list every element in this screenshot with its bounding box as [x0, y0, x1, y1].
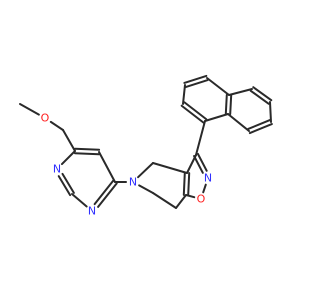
bond-iO-c7a: [185, 194, 196, 199]
bond-O1-ch2: [49, 120, 64, 131]
bond-n3-n4-line1: [183, 74, 208, 84]
bond-n1-n2-line2: [183, 101, 208, 121]
bond-n4-n4a: [206, 77, 230, 96]
bond-c7a-c3a-line2: [187, 172, 191, 197]
bond-pn3-pc2: [71, 193, 88, 208]
atom-label-N5: N: [129, 176, 137, 189]
bond-pc6-pc5-line1: [74, 147, 101, 151]
bond-n7-n8-line1: [248, 123, 273, 135]
bond-layer: [19, 74, 273, 209]
bond-n8a-n1: [204, 113, 229, 122]
bond-n4a-n8a-line2: [224, 93, 228, 115]
bond-c7a-c3a-line1: [182, 171, 186, 196]
bond-c3-n1: [195, 120, 206, 156]
bond-ch2-pc6: [62, 129, 76, 152]
bond-pc4-pn3-line1: [97, 182, 118, 208]
bond-me-O1: [19, 103, 40, 116]
bond-iN-iO: [202, 183, 207, 194]
bond-n4a-n8a-line1: [229, 94, 233, 116]
bond-pc5-pc4: [98, 151, 116, 183]
bond-n3-n4-line2: [184, 79, 209, 89]
bond-n5-n6-line2: [249, 89, 270, 105]
atom-label-pn3: N: [88, 205, 96, 218]
bond-n6-n7: [269, 101, 272, 123]
atom-label-iO: O: [197, 193, 206, 206]
bond-n8-n8a: [227, 113, 250, 132]
bond-pc2-pn1-line2: [61, 172, 75, 194]
bond-N5-c6: [138, 184, 154, 194]
bond-n1-n2-line1: [180, 104, 205, 124]
bond-n5-n6-line1: [252, 86, 273, 102]
bond-c3a-c4: [152, 162, 188, 174]
background: [0, 0, 300, 300]
bond-pn1-pc6: [60, 150, 76, 166]
atom-label-iN: N: [204, 172, 212, 185]
bond-n7-n8-line2: [247, 118, 272, 130]
bond-N5-c4: [137, 162, 154, 179]
bond-pc4-pn3-line2: [93, 179, 115, 206]
bond-c7-c7a: [175, 194, 187, 209]
bond-n2-n3: [182, 84, 186, 105]
bond-pc2-pn1-line1: [57, 175, 72, 197]
atom-label-pn1: N: [53, 163, 61, 176]
bond-c3-iN-line2: [193, 155, 204, 174]
bond-n4a-n5: [228, 88, 253, 96]
bond-c6-c7: [152, 192, 177, 209]
bond-c3-iN-line1: [196, 152, 208, 172]
bond-pc6-pc5-line2: [73, 152, 100, 156]
atom-label-O1: O: [41, 112, 50, 125]
